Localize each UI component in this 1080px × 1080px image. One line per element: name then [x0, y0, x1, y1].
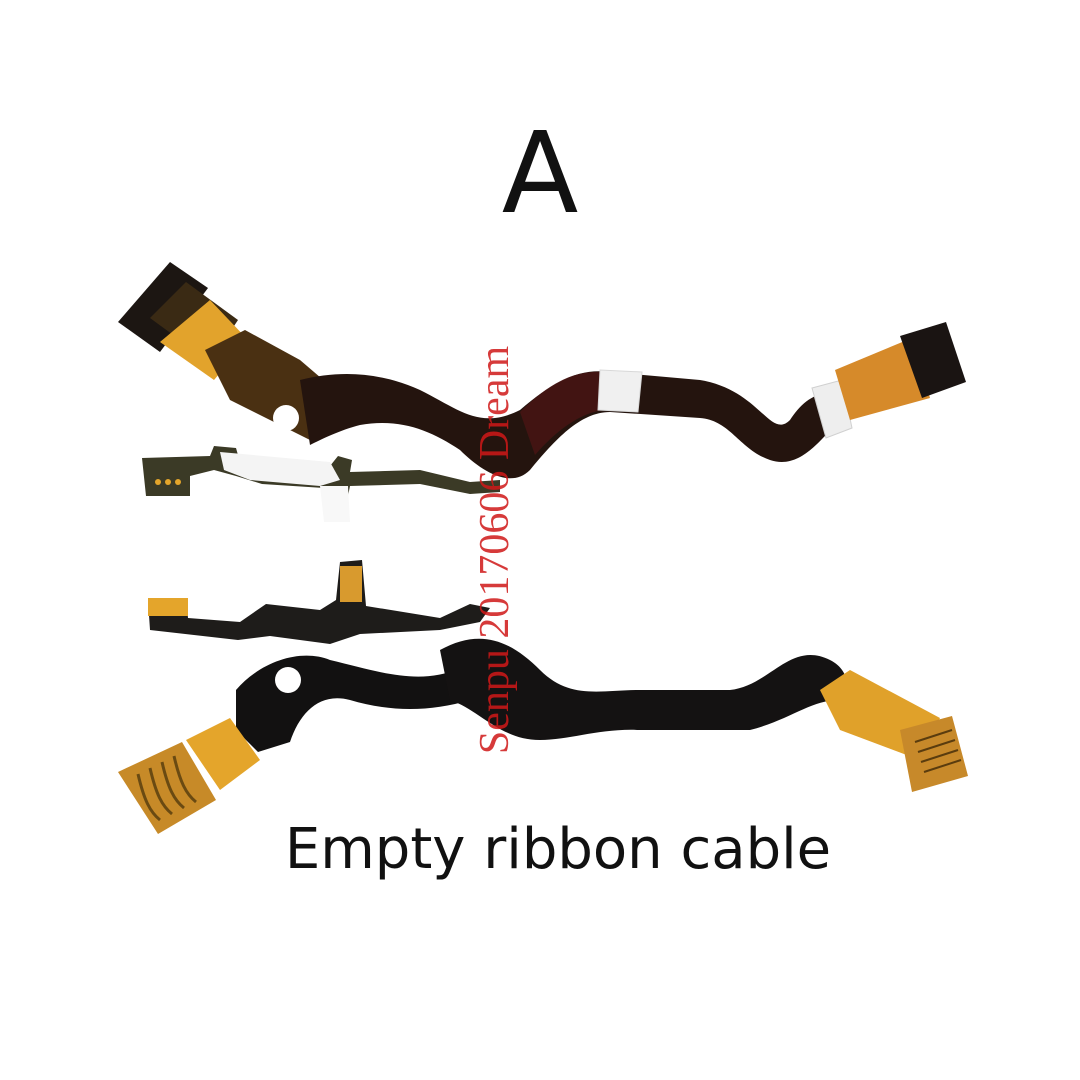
caption: Empty ribbon cable — [284, 817, 832, 882]
lower-main-cable — [118, 638, 968, 834]
variant-label: A — [501, 109, 579, 239]
upper-main-cable — [118, 262, 966, 479]
watermark-text: Senpu 20170606 Dream — [472, 345, 518, 755]
lower-thin-cable — [148, 560, 490, 644]
upper-thin-cable — [142, 446, 500, 522]
